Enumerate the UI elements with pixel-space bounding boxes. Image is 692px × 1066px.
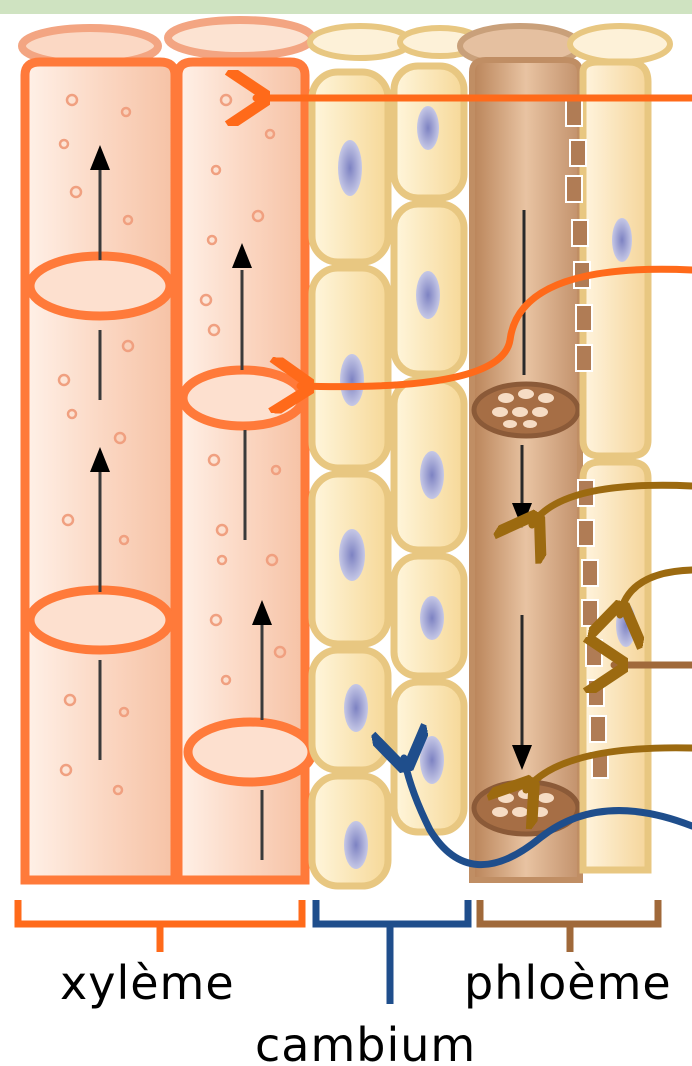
bracket-cambium bbox=[316, 900, 468, 1004]
phloem-sieve-tube bbox=[472, 60, 580, 880]
bracket-xylem bbox=[18, 900, 302, 952]
label-cambium: cambium bbox=[255, 1022, 476, 1066]
bracket-phloem bbox=[480, 900, 658, 952]
xylem-vessel-left bbox=[25, 62, 175, 880]
xylem-vessel-right bbox=[178, 62, 312, 880]
label-xylem: xylème bbox=[60, 960, 235, 1006]
label-phloem: phloème bbox=[464, 960, 672, 1006]
